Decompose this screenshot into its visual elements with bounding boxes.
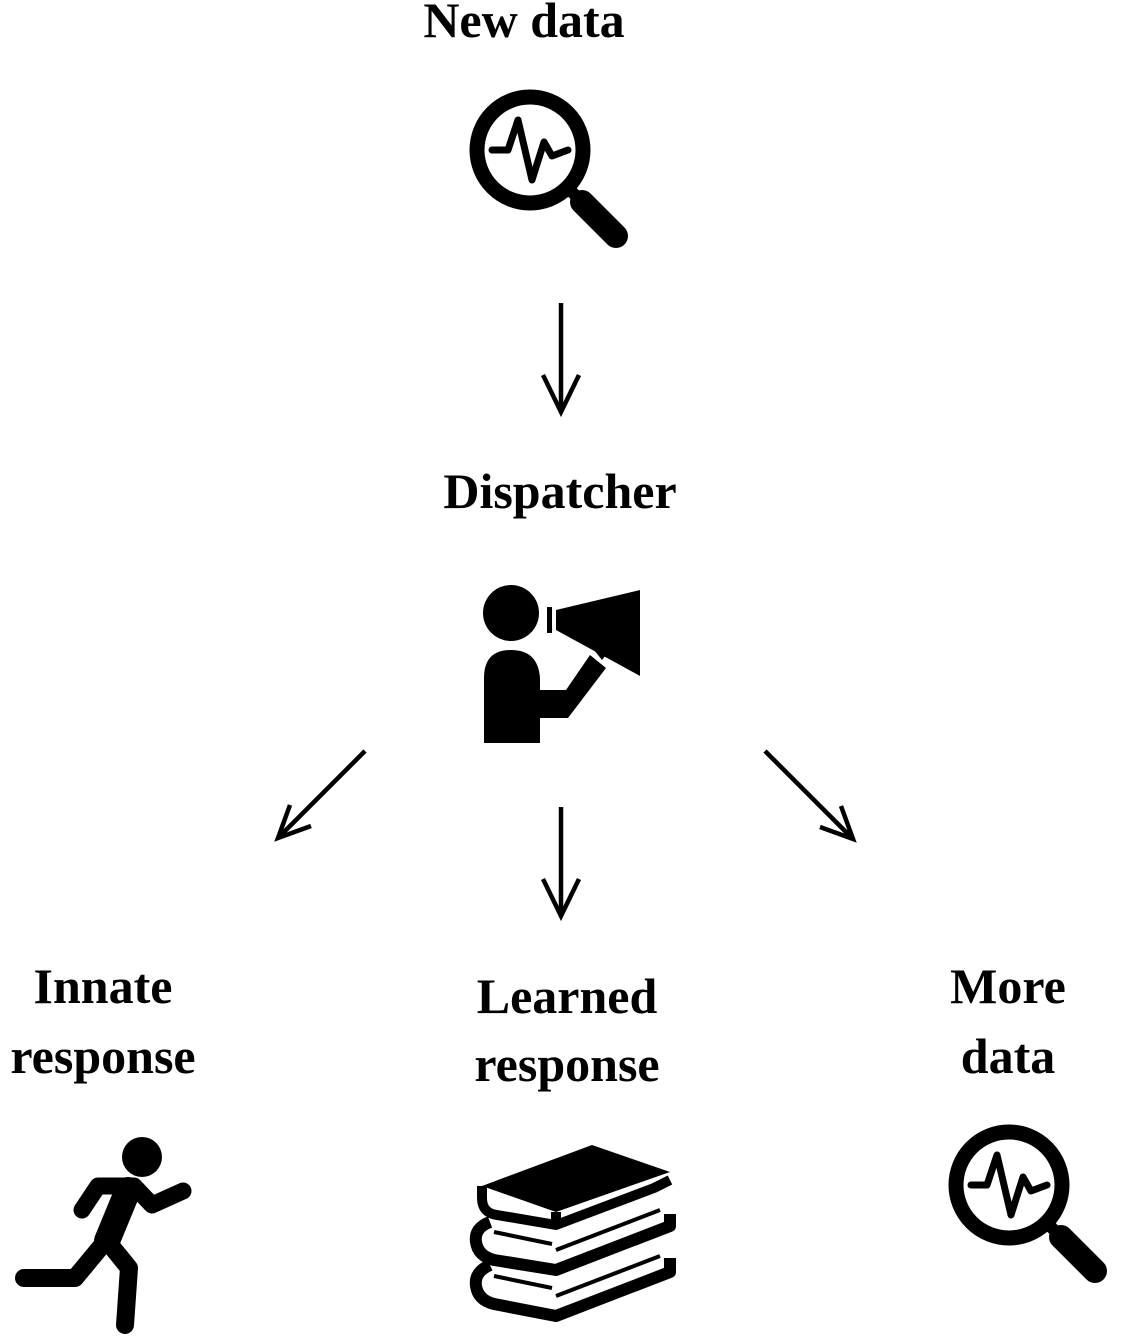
magnifier-signal-icon — [956, 1132, 1095, 1271]
arrowhead-new-data-to-dispatcher — [540, 374, 582, 418]
running-person-icon — [15, 1137, 192, 1334]
person-megaphone-icon — [483, 585, 640, 743]
arrowhead-dispatcher-to-learned — [540, 878, 582, 922]
node-label-innate-line2: response — [10, 1028, 195, 1084]
arrowhead-dispatcher-to-innate — [274, 804, 312, 842]
book-stack-icon — [469, 1145, 676, 1322]
arrowhead-dispatcher-to-more-data — [819, 805, 857, 843]
node-label-innate-line1: Innate — [34, 958, 173, 1014]
arrow-dispatcher-to-more-data — [763, 749, 852, 838]
node-label-dispatcher: Dispatcher — [443, 463, 676, 519]
arrow-dispatcher-to-innate — [279, 749, 367, 837]
node-label-learned-line2: response — [474, 1036, 659, 1092]
node-label-new-data: New data — [423, 0, 624, 48]
magnifier-signal-icon — [477, 97, 616, 236]
node-label-more-data-line1: More — [950, 958, 1066, 1014]
node-label-more-data-line2: data — [961, 1028, 1055, 1084]
node-label-learned-line1: Learned — [477, 968, 658, 1024]
